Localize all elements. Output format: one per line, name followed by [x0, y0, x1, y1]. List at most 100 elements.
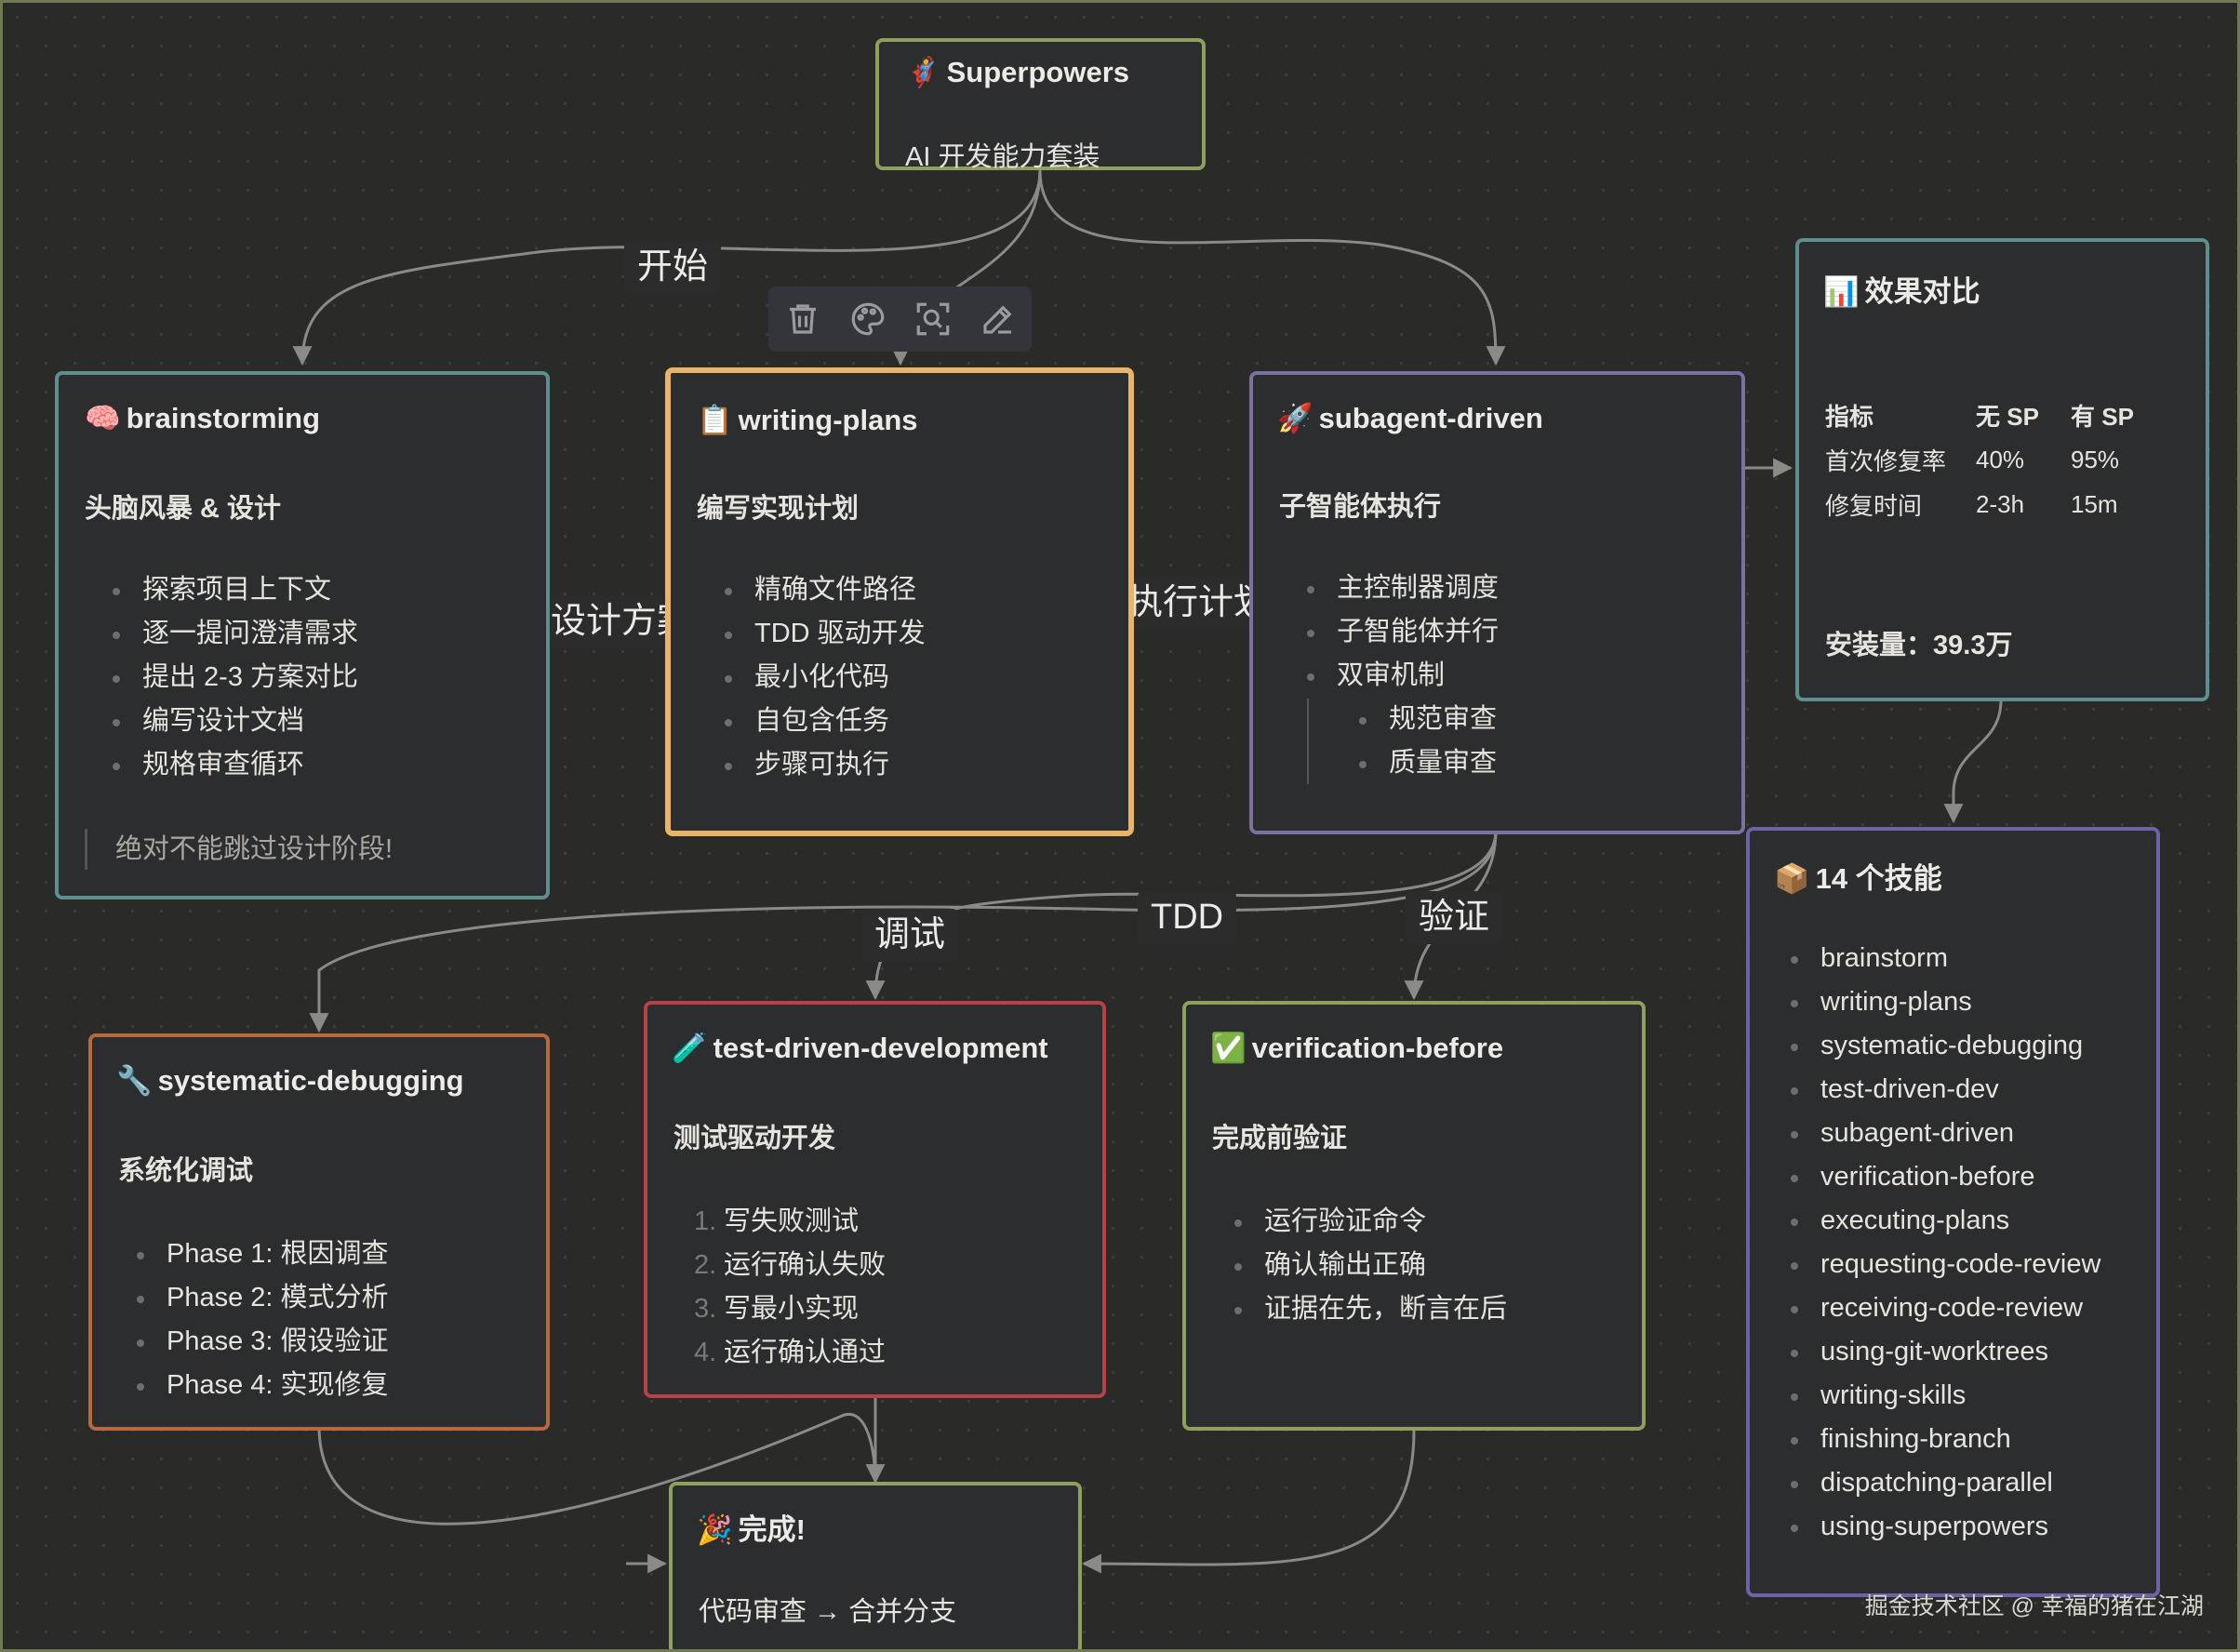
- list-item: verification-before: [1785, 1155, 2100, 1199]
- numbered-list: 1.写失败测试 2.运行确认失败 3.写最小实现 4.运行确认通过: [694, 1200, 886, 1375]
- list-item: finishing-branch: [1785, 1418, 2100, 1461]
- nested-list-guide: [1307, 699, 1309, 784]
- list-item: 规格审查循环: [107, 743, 358, 787]
- node-subagent-driven[interactable]: 🚀subagent-driven 子智能体执行 主控制器调度 子智能体并行 双审…: [1249, 371, 1745, 834]
- bullet-list: 精确文件路径 TDD 驱动开发 最小化代码 自包含任务 步骤可执行: [719, 568, 926, 787]
- list-item: 自包含任务: [719, 699, 926, 743]
- list-item: using-superpowers: [1785, 1505, 2100, 1549]
- comparison-table: 指标 无 SP 有 SP 首次修复率 40% 95% 修复时间 2-3h 15m: [1825, 393, 2134, 526]
- list-item: executing-plans: [1785, 1199, 2100, 1243]
- node-heading: 完成前验证: [1212, 1124, 1348, 1153]
- list-item: 双审机制: [1301, 654, 1499, 698]
- node-toolbar: [768, 286, 1032, 352]
- table-row: 首次修复率 40% 95%: [1825, 437, 2134, 482]
- node-superpowers[interactable]: 🦸Superpowers AI 开发能力套装: [875, 38, 1206, 172]
- table-cell: 修复时间: [1825, 491, 1923, 520]
- list-item: dispatching-parallel: [1785, 1461, 2100, 1505]
- table-header-cell: 有 SP: [2071, 402, 2134, 431]
- node-subtitle: 代码审查 → 合并分支: [699, 1597, 957, 1627]
- list-item: test-driven-dev: [1785, 1068, 2100, 1112]
- list-item: 规范审查: [1353, 698, 1497, 741]
- edge-label-start: 开始: [624, 241, 722, 295]
- check-icon: ✅: [1210, 1032, 1247, 1064]
- node-systematic-debugging[interactable]: 🔧systematic-debugging 系统化调试 Phase 1: 根因调…: [88, 1033, 550, 1431]
- node-compare[interactable]: 📊效果对比 指标 无 SP 有 SP 首次修复率 40% 95% 修复时间 2-…: [1795, 238, 2209, 701]
- table-header-cell: 无 SP: [1976, 402, 2039, 431]
- wrench-icon: 🔧: [116, 1064, 153, 1097]
- list-item: 运行验证命令: [1229, 1200, 1507, 1244]
- rocket-icon: 🚀: [1277, 402, 1313, 434]
- node-title: Superpowers: [946, 56, 1129, 88]
- list-item: Phase 3: 假设验证: [131, 1320, 389, 1364]
- node-title: verification-before: [1251, 1032, 1504, 1064]
- list-item: subagent-driven: [1785, 1112, 2100, 1155]
- edge-label-debug: 调试: [861, 909, 959, 963]
- list-item: 质量审查: [1353, 741, 1497, 785]
- table-cell: 40%: [1976, 445, 2025, 473]
- test-tube-icon: 🧪: [672, 1032, 708, 1064]
- node-title: 14 个技能: [1815, 862, 1942, 895]
- node-test-driven-development[interactable]: 🧪test-driven-development 测试驱动开发 1.写失败测试 …: [644, 1001, 1106, 1398]
- list-item: 子智能体并行: [1301, 610, 1499, 654]
- table-header-row: 指标 无 SP 有 SP: [1825, 393, 2134, 437]
- list-item: 4.运行确认通过: [694, 1338, 887, 1367]
- node-heading: 子智能体执行: [1279, 492, 1442, 522]
- warning-note: 绝对不能跳过设计阶段!: [85, 829, 393, 870]
- list-item: Phase 1: 根因调查: [131, 1232, 389, 1276]
- table-cell: 首次修复率: [1825, 446, 1947, 475]
- list-item: Phase 2: 模式分析: [131, 1276, 389, 1320]
- bullet-list: Phase 1: 根因调查 Phase 2: 模式分析 Phase 3: 假设验…: [131, 1232, 389, 1407]
- install-count: 安装量：39.3万: [1825, 631, 2013, 660]
- list-item: 编写设计文档: [107, 699, 358, 743]
- edit-icon[interactable]: [979, 300, 1018, 339]
- node-brainstorming[interactable]: 🧠brainstorming 头脑风暴 & 设计 探索项目上下文 逐一提问澄清需…: [55, 371, 550, 899]
- list-item: 主控制器调度: [1301, 566, 1499, 610]
- list-item: writing-plans: [1785, 980, 2100, 1024]
- node-title: subagent-driven: [1318, 402, 1543, 434]
- list-item: 确认输出正确: [1229, 1244, 1507, 1287]
- table-header-cell: 指标: [1825, 402, 1874, 431]
- list-item: 逐一提问澄清需求: [107, 612, 358, 656]
- list-item: 最小化代码: [719, 656, 926, 699]
- list-item: 探索项目上下文: [107, 568, 358, 612]
- list-item: brainstorm: [1785, 937, 2100, 980]
- edge-verify-done: [1081, 1430, 1416, 1574]
- trash-icon[interactable]: [783, 300, 822, 339]
- list-item: 步骤可执行: [719, 743, 926, 787]
- list-item: requesting-code-review: [1785, 1243, 2100, 1286]
- node-done[interactable]: 🎉完成! 代码审查 → 合并分支: [669, 1482, 1082, 1649]
- node-heading: 头脑风暴 & 设计: [85, 494, 282, 524]
- node-title: test-driven-development: [713, 1032, 1048, 1064]
- table-row: 修复时间 2-3h 15m: [1825, 482, 2134, 526]
- list-item: 精确文件路径: [719, 568, 926, 612]
- node-writing-plans[interactable]: 📋writing-plans 编写实现计划 精确文件路径 TDD 驱动开发 最小…: [665, 367, 1134, 836]
- node-title: 完成!: [738, 1513, 806, 1546]
- superhero-icon: 🦸: [905, 56, 941, 88]
- edge-compare-skills: [1943, 699, 2003, 824]
- edge-start-subagent: [1038, 169, 1506, 366]
- focus-icon[interactable]: [913, 300, 953, 339]
- node-title: 效果对比: [1864, 275, 1980, 308]
- node-title: brainstorming: [126, 402, 321, 434]
- party-icon: 🎉: [697, 1513, 733, 1546]
- skills-list: brainstorm writing-plans systematic-debu…: [1785, 937, 2100, 1549]
- table-cell: 95%: [2071, 445, 2120, 473]
- list-item: receiving-code-review: [1785, 1286, 2100, 1330]
- node-heading: 测试驱动开发: [673, 1124, 836, 1153]
- list-item: TDD 驱动开发: [719, 612, 926, 656]
- list-item: writing-skills: [1785, 1374, 2100, 1418]
- palette-icon[interactable]: [848, 300, 887, 339]
- list-item: systematic-debugging: [1785, 1024, 2100, 1068]
- bar-chart-icon: 📊: [1823, 275, 1860, 308]
- nested-bullet-list: 规范审查 质量审查: [1353, 698, 1497, 785]
- edge-label-tdd: TDD: [1138, 891, 1237, 945]
- list-item: 1.写失败测试: [694, 1206, 860, 1236]
- node-verification-before[interactable]: ✅verification-before 完成前验证 运行验证命令 确认输出正确…: [1182, 1001, 1646, 1431]
- node-skills[interactable]: 📦14 个技能 brainstorm writing-plans systema…: [1746, 827, 2160, 1597]
- edge-debug-done: [317, 1413, 877, 1525]
- bullet-list: 主控制器调度 子智能体并行 双审机制: [1301, 566, 1499, 698]
- watermark: 掘金技术社区 @ 幸福的猪在江湖: [1864, 1593, 2204, 1619]
- brain-icon: 🧠: [85, 402, 121, 434]
- list-item: 证据在先，断言在后: [1229, 1287, 1507, 1331]
